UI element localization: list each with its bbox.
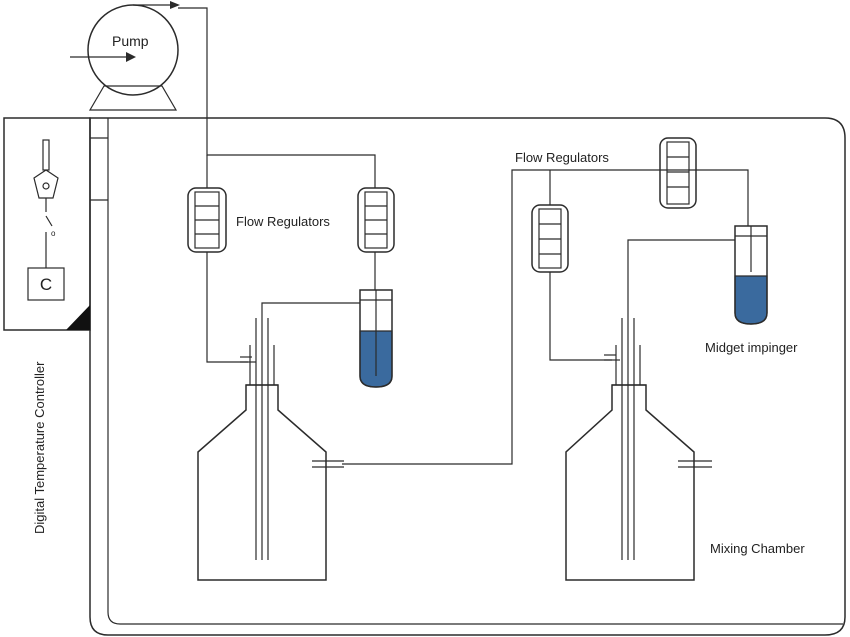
flow-regulator-left-1 — [187, 187, 227, 253]
flow-regulator-right-1 — [531, 204, 569, 273]
tubing — [178, 7, 749, 465]
mixing-chamber-2 — [565, 318, 712, 581]
controller-label: Digital Temperature Controller — [32, 361, 47, 534]
flow-regulator-right-2 — [659, 137, 697, 209]
impinger-2 — [734, 225, 768, 325]
controller-corner-mark — [66, 305, 90, 330]
thermometer-icon: o — [33, 139, 59, 268]
pump: Pump — [70, 1, 180, 111]
flow-regulators-right-label: Flow Regulators — [515, 150, 609, 165]
inlet-arrow-icon — [126, 52, 136, 62]
controller-display — [27, 267, 65, 301]
controller-display-text: C — [40, 275, 52, 294]
temperature-controller: o C Digital Temperature Controller — [3, 117, 91, 534]
impinger-2-liquid — [734, 275, 768, 325]
enclosure — [89, 117, 846, 636]
flow-regulators-left-label: Flow Regulators — [236, 214, 330, 229]
outlet-arrow-icon — [170, 1, 180, 9]
impinger-1 — [359, 289, 393, 388]
switch-mark: o — [51, 229, 56, 238]
pump-label: Pump — [112, 33, 149, 49]
mixing-chamber-1 — [197, 318, 344, 581]
midget-impinger-label: Midget impinger — [705, 340, 798, 355]
mixing-chamber-label: Mixing Chamber — [710, 541, 805, 556]
flow-regulator-left-2 — [357, 187, 395, 253]
